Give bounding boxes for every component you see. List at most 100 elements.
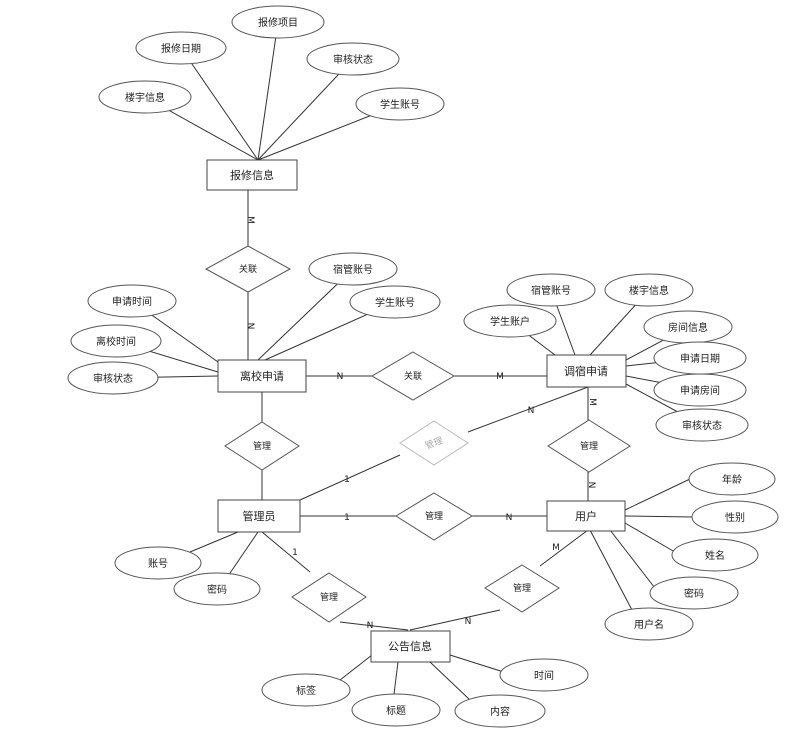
attribute-label: 楼宇信息: [125, 91, 165, 104]
relationship-label: 管理: [320, 591, 338, 603]
attribute-label: 标题: [386, 705, 406, 717]
relationship-user-notice: 管理: [484, 564, 560, 613]
entity-label: 用户: [575, 509, 597, 523]
attribute-user-gender: 性别: [691, 500, 779, 534]
attribute-repair-student-account: 学生账号: [355, 87, 445, 121]
entity-label: 报修信息: [230, 168, 274, 182]
entity-user: 用户: [546, 500, 626, 532]
cardinality-label: 1: [344, 475, 350, 485]
relationship-label: 关联: [404, 370, 422, 382]
entity-leave-application: 离校申请: [217, 359, 307, 393]
cardinality-label: N: [465, 617, 472, 627]
attribute-label: 审核状态: [682, 419, 722, 432]
relationship-admin-notice: 管理: [291, 572, 367, 623]
cardinality-label: M: [587, 398, 597, 406]
attribute-repair-status: 审核状态: [306, 42, 400, 76]
cardinality-label: N: [586, 482, 596, 489]
cardinality-label: N: [367, 621, 374, 631]
entity-admin: 管理员: [217, 499, 301, 533]
entity-label: 离校申请: [240, 369, 284, 383]
attribute-label: 年龄: [722, 473, 742, 486]
cardinality-label: M: [245, 216, 255, 224]
attribute-repair-date: 报修日期: [135, 31, 227, 65]
attribute-notice-tag: 标签: [261, 673, 351, 707]
entity-label: 公告信息: [388, 639, 432, 653]
cardinality-label: N: [528, 406, 535, 416]
attribute-label: 离校时间: [96, 335, 136, 348]
attribute-notice-title: 标题: [351, 693, 441, 727]
attribute-label: 审核状态: [333, 53, 373, 66]
attribute-leave-dorm-manager: 宿管账号: [308, 252, 398, 286]
entity-notice-info: 公告信息: [370, 630, 451, 663]
entity-transfer-application: 调宿申请: [546, 354, 627, 388]
relationship-label: 管理: [580, 440, 598, 452]
attribute-user-name: 姓名: [671, 538, 759, 572]
attribute-label: 报修日期: [161, 42, 201, 55]
entity-repair-info: 报修信息: [206, 159, 298, 191]
relationship-admin-transfer: 管理: [399, 420, 469, 466]
cardinality-label: 1: [344, 513, 350, 523]
attribute-label: 学生账号: [380, 98, 420, 111]
attribute-label: 报修项目: [258, 16, 298, 29]
attribute-user-age: 年龄: [688, 462, 776, 496]
cardinality-label: N: [245, 323, 255, 330]
relationship-admin-leave: 管理: [224, 421, 300, 471]
attribute-label: 申请房间: [680, 384, 720, 397]
cardinality-label: N: [337, 372, 344, 382]
attribute-label: 性别: [725, 511, 745, 524]
attribute-leave-student-account: 学生账号: [349, 285, 441, 319]
attribute-label: 密码: [684, 587, 704, 600]
attribute-label: 姓名: [705, 549, 725, 562]
cardinality-label: 1: [292, 548, 298, 558]
attribute-label: 楼宇信息: [629, 284, 669, 297]
attribute-leave-time: 离校时间: [70, 324, 162, 358]
attribute-transfer-dorm-manager: 宿管账号: [506, 273, 596, 307]
attribute-transfer-building: 楼宇信息: [604, 273, 694, 307]
entity-label: 管理员: [243, 509, 276, 523]
relationship-leave-transfer: 关联: [371, 351, 455, 401]
attribute-leave-apply-time: 申请时间: [87, 284, 177, 318]
attribute-label: 学生账号: [375, 296, 415, 309]
attribute-transfer-room-info: 房间信息: [643, 310, 733, 344]
cardinality-label: N: [506, 513, 513, 523]
attribute-transfer-apply-date: 申请日期: [653, 341, 747, 375]
attribute-transfer-apply-room: 申请房间: [653, 373, 747, 407]
attribute-label: 宿管账号: [531, 284, 571, 297]
attribute-label: 标签: [296, 684, 316, 697]
entity-label: 调宿申请: [564, 364, 608, 378]
attribute-admin-password: 密码: [173, 572, 261, 606]
cardinality-label: M: [496, 372, 504, 382]
attribute-user-password: 密码: [649, 576, 739, 610]
relationship-label: 管理: [253, 440, 271, 452]
attribute-notice-time: 时间: [499, 658, 589, 692]
attribute-transfer-student-account: 学生账户: [463, 304, 557, 338]
relationship-label: 管理: [425, 510, 443, 522]
attribute-label: 审核状态: [93, 372, 133, 385]
attribute-label: 房间信息: [668, 321, 708, 334]
relationship-user-transfer: 管理: [547, 419, 631, 473]
attribute-repair-item: 报修项目: [231, 5, 325, 39]
cardinalities: M N N M N 1 1 N M N 1 N N M: [245, 216, 597, 631]
relationship-admin-user: 管理: [395, 492, 473, 541]
attribute-label: 学生账户: [490, 315, 530, 328]
attribute-admin-account: 账号: [114, 546, 202, 580]
attribute-label: 申请时间: [112, 295, 152, 308]
edges: [112, 21, 703, 701]
relationship-label: 管理: [513, 582, 531, 594]
attribute-notice-content: 内容: [454, 694, 546, 728]
attribute-leave-status: 审核状态: [67, 361, 159, 395]
attribute-label: 申请日期: [680, 352, 720, 365]
cardinality-label: M: [552, 543, 560, 553]
attribute-user-username: 用户名: [604, 607, 694, 641]
attribute-label: 用户名: [634, 618, 664, 631]
attribute-label: 账号: [148, 558, 168, 570]
attribute-label: 内容: [490, 705, 510, 718]
attribute-label: 宿管账号: [333, 263, 373, 276]
attribute-label: 密码: [207, 583, 227, 596]
attribute-transfer-status: 审核状态: [655, 408, 749, 442]
relationship-repair-leave: 关联: [204, 245, 292, 293]
attribute-repair-building: 楼宇信息: [98, 80, 192, 114]
relationship-label: 关联: [239, 263, 257, 275]
attribute-label: 时间: [534, 669, 554, 682]
